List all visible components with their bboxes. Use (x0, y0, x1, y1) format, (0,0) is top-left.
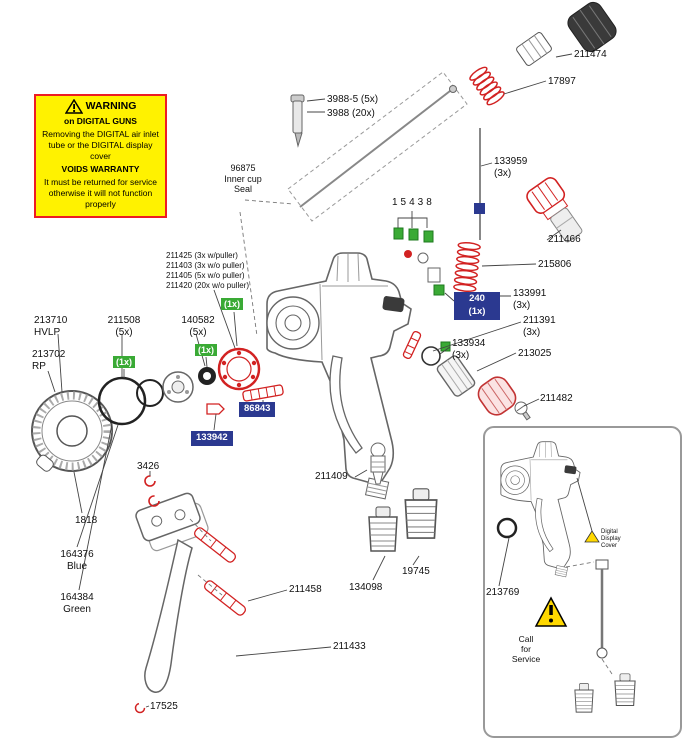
service-inset (483, 426, 682, 738)
warning-triangle-icon (64, 99, 83, 114)
part-label-215806: 215806 (538, 259, 572, 270)
spring-17897-icon (469, 66, 505, 106)
inset-call-for-service-label: Call for Service (511, 634, 541, 665)
part-label-211482: 211482 (540, 393, 573, 404)
qty-badge-1x-c: (1x) (113, 356, 136, 369)
part-label-211409: 211409 (315, 471, 348, 482)
warning-body-2: It must be returned for service otherwis… (44, 177, 157, 210)
part-label-164376: 164376 Blue (60, 549, 94, 572)
part-label-213710: 213710 HVLP (34, 315, 68, 338)
part-label-133934: 133934 (3x) (452, 338, 486, 361)
red-retaining-clip (217, 347, 261, 391)
warning-body-1: Removing the DIGITAL air inlet tube or t… (42, 129, 159, 162)
part-label-133959: 133959 (3x) (494, 156, 528, 179)
nut-icon (516, 32, 552, 66)
mini-warning-triangle-icon (584, 530, 600, 543)
part-label-211474: 211474 (574, 49, 607, 60)
right-cluster-parts (402, 330, 531, 421)
part-badge-86843: 86843 (239, 402, 276, 417)
part-badge-133942: 133942 (191, 431, 233, 446)
call-for-service-warning-icon (534, 596, 568, 627)
rod-133959 (474, 128, 485, 240)
o-ring-213769 (496, 517, 518, 539)
paint-needle (299, 85, 457, 208)
part-label-nozzle-kits: 211425 (3x w/puller) 211403 (3x w/o pull… (166, 251, 250, 290)
warning-subtitle: on DIGITAL GUNS (64, 116, 137, 126)
warning-title: WARNING (85, 99, 137, 112)
qty-badge-1x-a: (1x) (221, 298, 244, 311)
part-label-1818: 1818 (75, 515, 98, 526)
digital-air-inlet-tube (595, 559, 609, 659)
part-label-211433: 211433 (333, 641, 366, 652)
part-label-15438: 15438 (392, 197, 435, 208)
qty-badge-1x-b: (1x) (195, 344, 218, 357)
nozzle-86843 (242, 384, 284, 402)
inset-digital-display-cover-label: Digital Display Cover (601, 529, 621, 549)
pin-3988 (290, 94, 305, 148)
qcc-adapter-211409 (370, 442, 386, 485)
part-label-213025: 213025 (518, 348, 552, 359)
part-label-3988-5: 3988-5 (5x) (327, 94, 379, 105)
part-label-213769: 213769 (486, 587, 520, 598)
part-label-211508: 211508 (5x) (107, 315, 141, 338)
part-label-17525: 17525 (150, 701, 178, 712)
part-label-96875: 96875 Inner cup Seal (224, 163, 262, 195)
part-label-134098: 134098 (349, 582, 383, 593)
knurled-knob-icon (567, 1, 617, 53)
dashed-leader-lines (189, 199, 613, 675)
air-cap-assembly (31, 347, 284, 472)
part-label-17897: 17897 (548, 76, 576, 87)
warning-box: WARNING on DIGITAL GUNS Removing the DIG… (34, 94, 167, 219)
fluid-tip-133942 (206, 403, 225, 415)
leader-lines (47, 53, 593, 708)
part-label-140582: 140582 (5x) (181, 315, 215, 338)
trigger-assembly (134, 475, 247, 714)
warning-header: WARNING (38, 99, 163, 114)
part-label-211458: 211458 (289, 584, 322, 595)
part-label-211391: 211391 (3x) (523, 315, 556, 338)
spring-215806-icon (453, 241, 481, 293)
part-label-133991: 133991 (3x) (513, 288, 547, 311)
part-label-211466: 211466 (548, 234, 581, 245)
part-label-164384: 164384 Green (60, 592, 94, 615)
part-label-213702: 213702 RP (32, 349, 66, 372)
knob-211466-icon (526, 177, 583, 243)
part-label-3426: 3426 (137, 461, 160, 472)
part-label-3988: 3988 (20x) (327, 108, 375, 119)
valve-parts-15438 (393, 227, 445, 296)
part-label-19745: 19745 (402, 566, 430, 577)
warning-voids: VOIDS WARRANTY (61, 164, 140, 175)
part-badge-240: 240 (1x) (454, 292, 500, 320)
needle-dashed-box (287, 71, 468, 222)
